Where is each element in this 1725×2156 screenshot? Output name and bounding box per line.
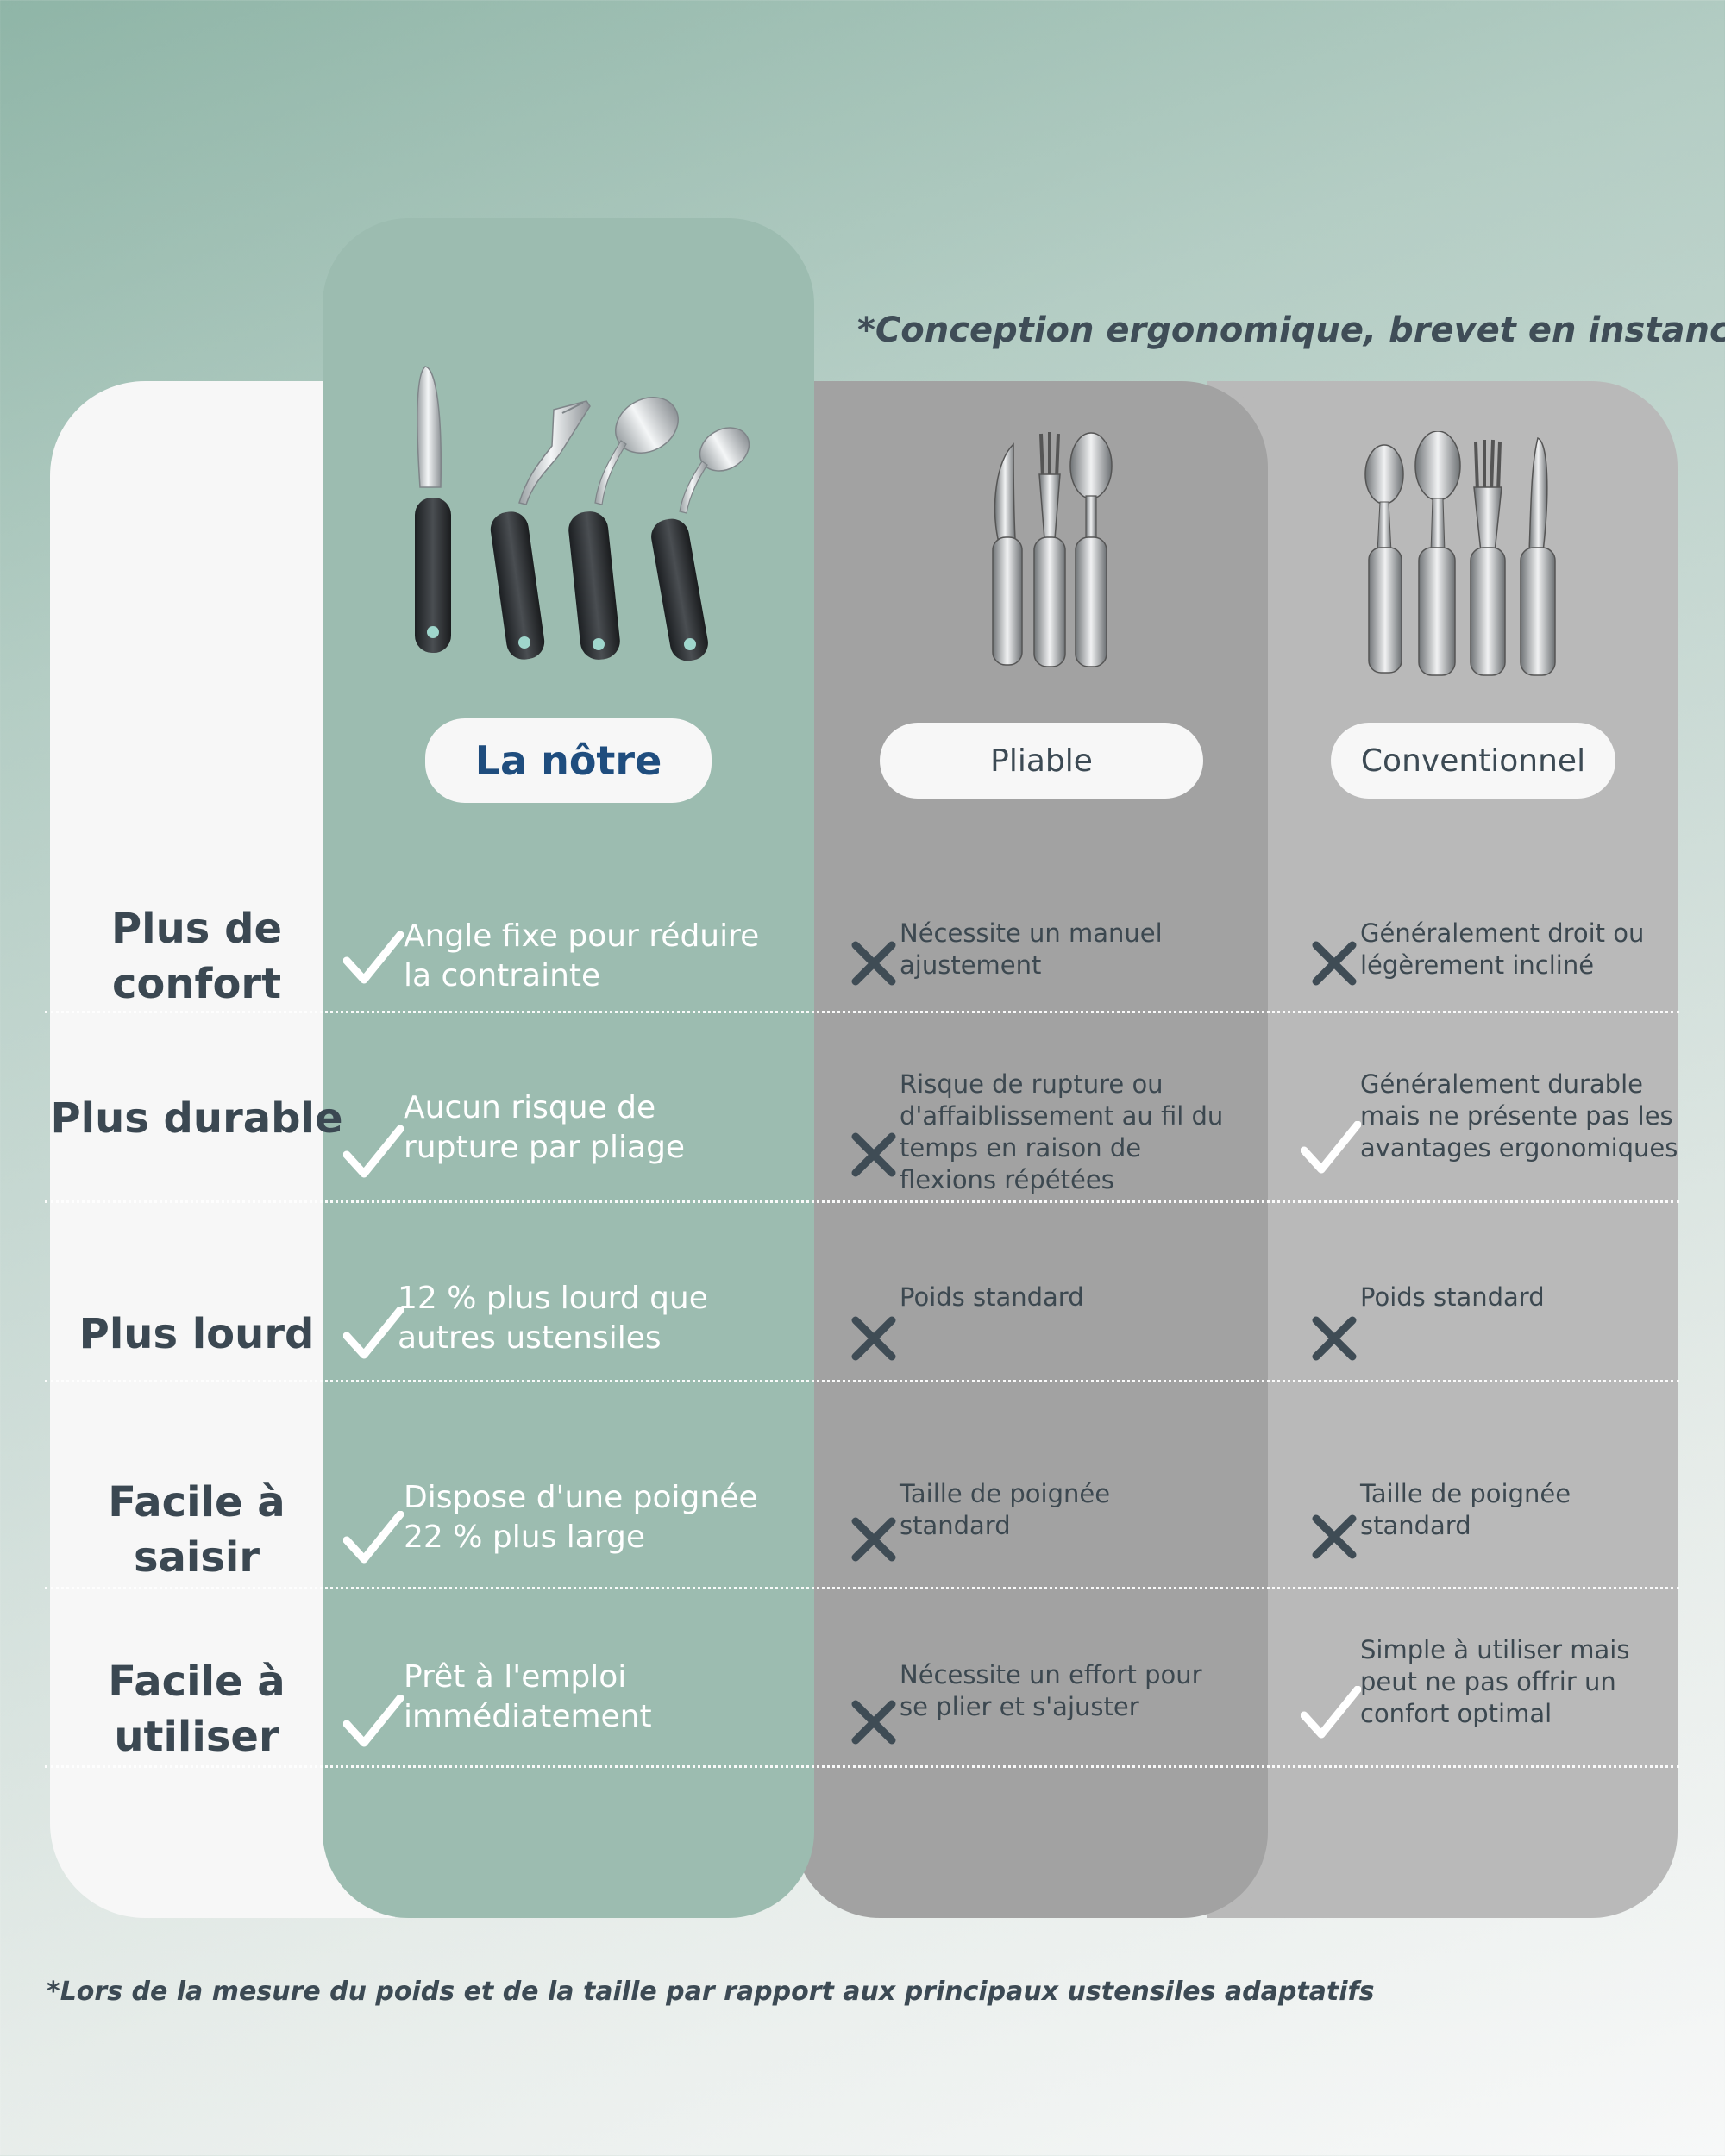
- cross-icon: [851, 1517, 896, 1562]
- check-icon: [1301, 1686, 1361, 1739]
- cross-icon: [851, 941, 896, 986]
- ours-comfort-text: Angle fixe pour réduire la contrainte: [404, 918, 760, 993]
- footnote: *Lors de la mesure du poids et de la tai…: [47, 1977, 1375, 2007]
- cross-icon: [1312, 941, 1357, 986]
- ours-easy-grip-text: Dispose d'une poignée 22 % plus large: [404, 1480, 758, 1555]
- row-divider: [45, 1587, 1679, 1589]
- ours-durable-text: Aucun risque de rupture par pliage: [404, 1090, 686, 1165]
- cross-icon: [1312, 1514, 1357, 1559]
- cross-icon: [851, 1132, 896, 1177]
- row-label-durable: Plus durable: [50, 1094, 343, 1143]
- check-icon: [343, 1511, 404, 1564]
- row-divider: [45, 1380, 1679, 1382]
- cross-icon: [851, 1700, 896, 1745]
- foldable-easy-use-text: Nécessite un effort pour se plier et s'a…: [900, 1660, 1202, 1721]
- ours-easy-use-text: Prêt à l'emploi immédiatement: [404, 1659, 652, 1734]
- conventional-durable-text: Généralement durable mais ne présente pa…: [1360, 1069, 1678, 1163]
- ours-cutlery-image: [415, 366, 750, 661]
- check-icon: [343, 1125, 404, 1178]
- foldable-comfort-text: Nécessite un manuel ajustement: [900, 918, 1163, 980]
- foldable-heavier-text: Poids standard: [900, 1282, 1084, 1312]
- conventional-comfort-text: Généralement droit ou légèrement incliné: [1360, 918, 1645, 980]
- check-icon: [1301, 1121, 1361, 1174]
- check-icon: [343, 1695, 404, 1747]
- patent-note: *Conception ergonomique, brevet en insta…: [857, 310, 1725, 350]
- ours-heavier-text: 12 % plus lourd que autres ustensiles: [398, 1281, 708, 1356]
- column-header-foldable: Pliable: [880, 723, 1203, 799]
- conventional-easy-grip-text: Taille de poignée standard: [1360, 1479, 1571, 1540]
- foldable-durable-text: Risque de rupture ou d'affaiblissement a…: [900, 1069, 1224, 1194]
- check-icon: [343, 1307, 404, 1359]
- column-header-ours: La nôtre: [425, 718, 712, 803]
- row-divider: [45, 1200, 1679, 1203]
- row-label-heavier: Plus lourd: [78, 1310, 315, 1358]
- foldable-easy-grip-text: Taille de poignée standard: [900, 1479, 1111, 1540]
- row-label-easy-use: Facile à utiliser: [108, 1658, 285, 1761]
- row-label-easy-grip: Facile à saisir: [108, 1478, 285, 1582]
- column-header-conventional: Conventionnel: [1331, 723, 1615, 799]
- check-icon: [343, 931, 404, 984]
- ours-column-panel: [323, 218, 814, 1918]
- conventional-cutlery-image: [1364, 431, 1556, 676]
- cross-icon: [1312, 1316, 1357, 1361]
- row-divider: [45, 1011, 1679, 1013]
- conventional-heavier-text: Poids standard: [1360, 1282, 1545, 1312]
- conventional-easy-use-text: Simple à utiliser mais peut ne pas offri…: [1360, 1635, 1630, 1728]
- row-divider: [45, 1765, 1679, 1768]
- cross-icon: [851, 1316, 896, 1361]
- row-label-comfort: Plus de confort: [111, 905, 282, 1008]
- foldable-cutlery-image: [992, 432, 1113, 667]
